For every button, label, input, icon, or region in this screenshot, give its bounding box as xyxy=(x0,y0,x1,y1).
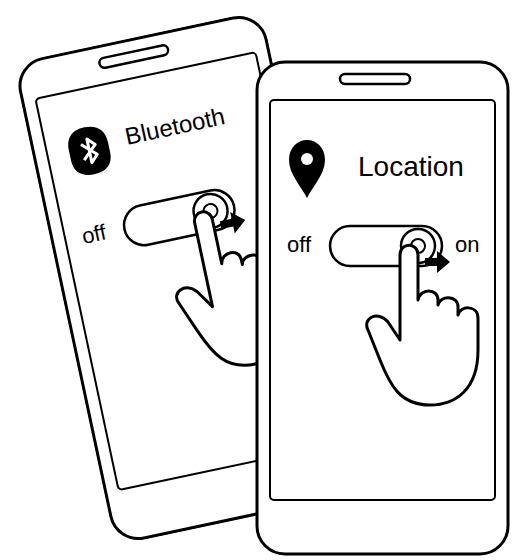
setting-name: Location xyxy=(358,153,464,181)
switch-state: off xyxy=(287,234,311,256)
switch-state: on xyxy=(455,234,479,256)
